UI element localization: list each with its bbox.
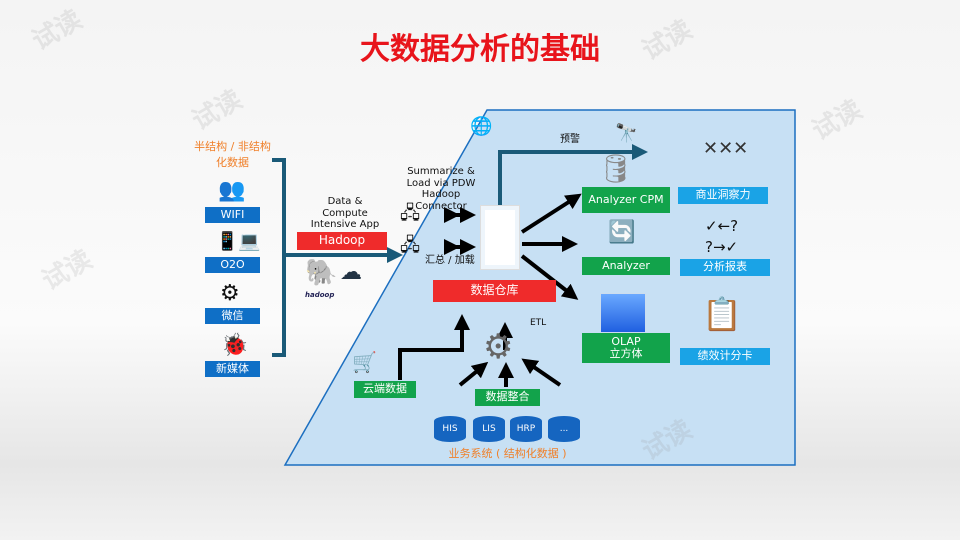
cloud-icon: ☁ bbox=[340, 260, 362, 285]
hadoop-caption-line2: Compute bbox=[322, 207, 368, 219]
source-wifi: WIFI bbox=[205, 207, 260, 223]
warehouse-label: 数据仓库 bbox=[433, 280, 556, 302]
result-business-insight: 商业洞察力 bbox=[678, 187, 768, 204]
globe-data-icon: 🌐 bbox=[470, 116, 493, 137]
hadoop-caption-line1: Data & bbox=[327, 196, 363, 207]
output-analyzer-cpm: Analyzer CPM bbox=[582, 187, 670, 213]
result-analysis-report: 分析报表 bbox=[680, 259, 770, 276]
bug-icon: 🐞 bbox=[221, 333, 249, 358]
system-lis: LIS bbox=[473, 416, 505, 442]
alert-arrow bbox=[498, 144, 648, 205]
result-scorecard: 绩效计分卡 bbox=[680, 348, 770, 365]
connector-line3: Hadoop bbox=[421, 189, 461, 200]
cloud-data-label: 云端数据 bbox=[354, 381, 416, 398]
clipboard-check-icon: 📋 bbox=[702, 295, 742, 333]
server-network-icon: 🖧 bbox=[400, 203, 421, 224]
olap-cube-icon bbox=[600, 293, 646, 333]
gears-icon: ⚙ bbox=[220, 281, 240, 306]
hadoop-caption: Data & Compute Intensive App bbox=[300, 196, 390, 231]
etl-label: ETL bbox=[530, 318, 547, 328]
olap-line2: 立方体 bbox=[609, 347, 643, 360]
hadoop-caption-line3: Intensive App bbox=[310, 219, 380, 230]
gear-icon: ⚙ bbox=[483, 327, 514, 367]
data-integration-label: 数据整合 bbox=[475, 389, 540, 406]
connector-caption: Summarize & Load via PDW Hadoop Connecto… bbox=[405, 166, 477, 212]
analyzer-icon: 🔄 bbox=[608, 220, 636, 245]
page-title: 大数据分析的基础 bbox=[360, 32, 600, 67]
system-his: HIS bbox=[434, 416, 466, 442]
people-search-icon: 👥 bbox=[218, 178, 246, 203]
sources-heading-line1: 半结构 / 非结构 bbox=[194, 140, 271, 153]
source-o2o: O2O bbox=[205, 257, 260, 273]
warehouse-server-icon bbox=[480, 205, 520, 270]
cart-icon: 🛒 bbox=[352, 350, 377, 374]
hadoop-elephant-icon: 🐘 bbox=[305, 258, 338, 288]
system-hrp: HRP bbox=[510, 416, 542, 442]
systems-caption: 业务系统 ( 结构化数据 ) bbox=[448, 447, 567, 460]
source-bracket bbox=[272, 158, 286, 357]
analysis-cycle-icon: ✓←??→✓ bbox=[705, 217, 739, 256]
devices-icon: 📱💻 bbox=[216, 231, 261, 252]
source-new-media: 新媒体 bbox=[205, 361, 260, 377]
output-analyzer: Analyzer bbox=[582, 257, 670, 275]
connector-line2: Load via PDW bbox=[406, 177, 476, 189]
lookout-icon: 🔭 bbox=[615, 123, 638, 144]
sources-heading: 半结构 / 非结构 化数据 bbox=[180, 138, 285, 170]
source-wechat: 微信 bbox=[205, 308, 260, 324]
sources-heading-line2: 化数据 bbox=[216, 156, 249, 169]
load-caption: 汇总 / 加载 bbox=[425, 255, 475, 266]
olap-line1: OLAP bbox=[611, 334, 641, 348]
database-icon: 🛢 bbox=[598, 152, 634, 185]
alert-label: 预警 bbox=[560, 134, 580, 145]
connector-line4: Connector bbox=[415, 200, 467, 212]
load-arrows bbox=[398, 193, 582, 387]
server-network-icon: 🖧 bbox=[400, 235, 421, 256]
system-more: ... bbox=[548, 416, 580, 442]
hadoop-label: Hadoop bbox=[297, 232, 387, 250]
connector-line1: Summarize & bbox=[407, 166, 475, 177]
hadoop-logo-text: hadoop bbox=[305, 291, 335, 299]
strategy-icon: ✕✕✕ bbox=[703, 138, 749, 159]
